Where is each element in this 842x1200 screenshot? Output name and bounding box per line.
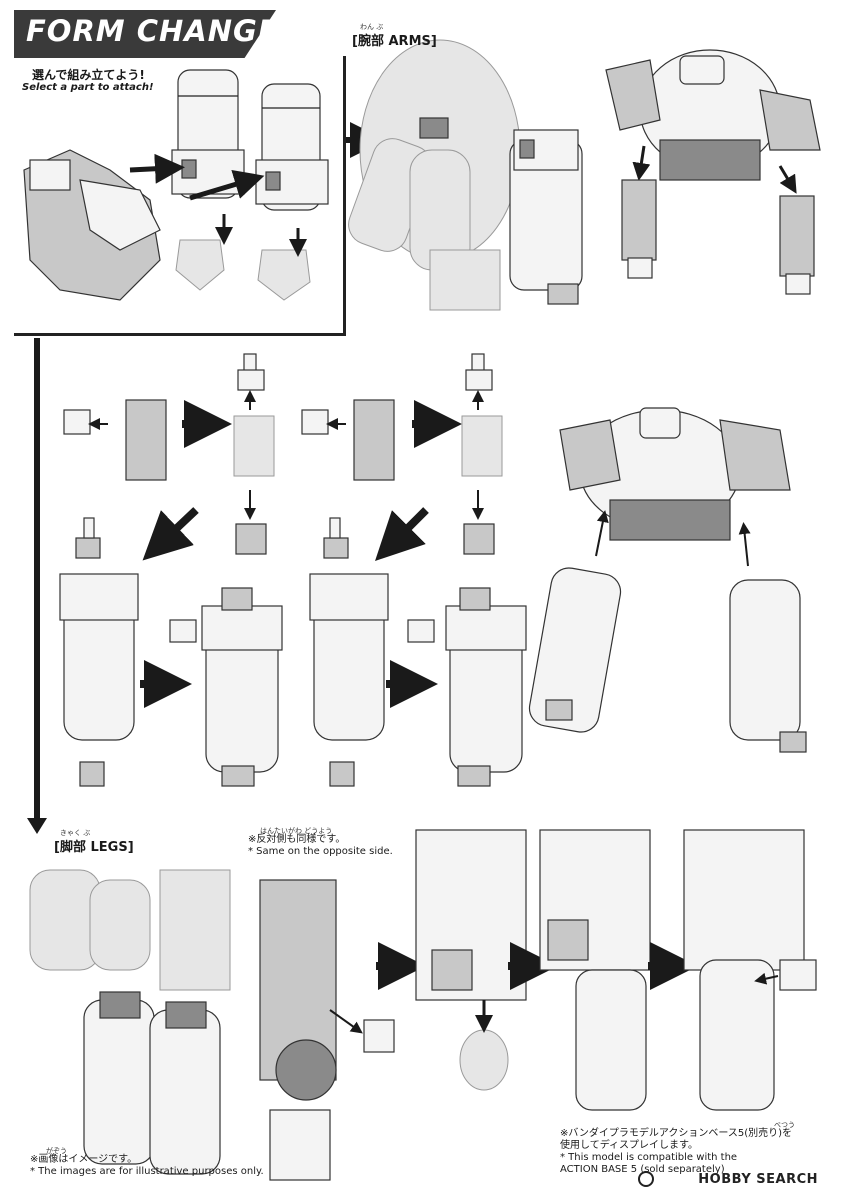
legs-label-jp: 脚部	[59, 840, 86, 855]
note-image-jp: ※画像はイメージです。	[30, 1154, 138, 1165]
arms-label-en: ARMS	[388, 34, 431, 49]
form-change-title: FORM CHANGE	[26, 14, 279, 48]
mecha-arm-ghost-small	[23, 149, 161, 301]
note-compat-en-1: * This model is compatible with the	[560, 1152, 738, 1163]
note-compat: ※バンダイプラモデルアクションベース5(別売り)を 使用してディスプレイします。…	[560, 1128, 792, 1176]
wrist-peg-1	[237, 353, 265, 391]
arrow-diag-1	[142, 507, 199, 561]
arms-label-jp: 腕部	[357, 34, 384, 49]
forearm-left	[621, 179, 657, 279]
hobby-search-logo-icon	[638, 1171, 654, 1187]
form-change-frame	[14, 56, 346, 336]
watermark: HOBBY SEARCH	[698, 1172, 818, 1187]
arms-label: [腕部 ARMS]	[352, 34, 437, 49]
note-image-en: * The images are for illustrative purpos…	[30, 1166, 264, 1177]
image-ruby: がぞう	[46, 1147, 67, 1155]
hand-2	[463, 523, 495, 555]
cannon-assembly-2	[169, 587, 283, 787]
arrow-attach-1	[129, 153, 185, 184]
note-image: ※画像はイメージです。 * The images are for illustr…	[30, 1154, 264, 1178]
arm-connector	[419, 117, 449, 139]
arrow-arm-left	[632, 145, 651, 181]
legs-label: [脚部 LEGS]	[54, 840, 134, 855]
arrow-up-right-arm	[738, 522, 751, 567]
legs-label-en: LEGS	[90, 840, 128, 855]
leg-step-2	[415, 829, 527, 1091]
arrow-attach-2	[189, 169, 265, 201]
forearm-disassembly-1	[63, 399, 167, 481]
cannon-arm-left	[528, 567, 622, 733]
cannon-part-2	[255, 83, 329, 211]
note-compat-en-2: ACTION BASE 5 (sold separately)	[560, 1164, 725, 1175]
forearm-ghost-2	[461, 415, 503, 477]
arrow-diag-2	[375, 507, 429, 561]
mecha-ghost-legs	[29, 869, 231, 991]
note-opposite-jp: ※反対側も同様です。	[248, 834, 346, 845]
legs-ruby: きゃく ぶ	[60, 829, 91, 837]
leg-step-3	[539, 829, 651, 1111]
form-change-banner	[14, 10, 276, 58]
hand-part-1	[175, 239, 225, 291]
arm-cannon-attached	[509, 129, 583, 305]
flow-arrowhead-main	[27, 818, 47, 834]
leg-cannon-right	[149, 1001, 221, 1175]
forearm-disassembly-2	[301, 399, 395, 481]
arrow-arm-right	[778, 165, 797, 194]
note-opposite-en: * Same on the opposite side.	[248, 846, 393, 857]
opposite-ruby: はんたいがわ どうよう	[260, 827, 333, 835]
forearm-ghost-1	[233, 415, 275, 477]
note-compat-jp-1: ※バンダイプラモデルアクションベース5(別売り)を	[560, 1128, 793, 1139]
hand-1	[235, 523, 267, 555]
leg-disassembly	[259, 879, 395, 1181]
leg-step-4	[683, 829, 817, 1111]
note-opposite: ※反対側も同様です。 * Same on the opposite side.	[248, 834, 393, 858]
wrist-peg-2	[465, 353, 493, 391]
instruction-en: Select a part to attach!	[22, 82, 154, 93]
forearm-right	[779, 195, 815, 295]
cannon-assembly-1	[59, 517, 139, 787]
leg-cannon-left	[83, 991, 155, 1165]
note-compat-jp-2: 使用してディスプレイします。	[560, 1140, 698, 1151]
cannon-arm-right	[729, 579, 807, 753]
mecha-torso-top	[605, 49, 821, 181]
cannon-assembly-3	[309, 517, 389, 787]
mecha-torso-middle	[559, 407, 791, 541]
arrow-up-left-arm	[595, 510, 609, 557]
compat-ruby: べつう	[774, 1121, 795, 1129]
mecha-ghost-arms	[348, 39, 521, 311]
arms-ruby: わん ぶ	[360, 23, 384, 31]
cannon-assembly-4	[407, 587, 527, 787]
instruction-jp: 選んで組み立てよう!	[32, 68, 145, 82]
